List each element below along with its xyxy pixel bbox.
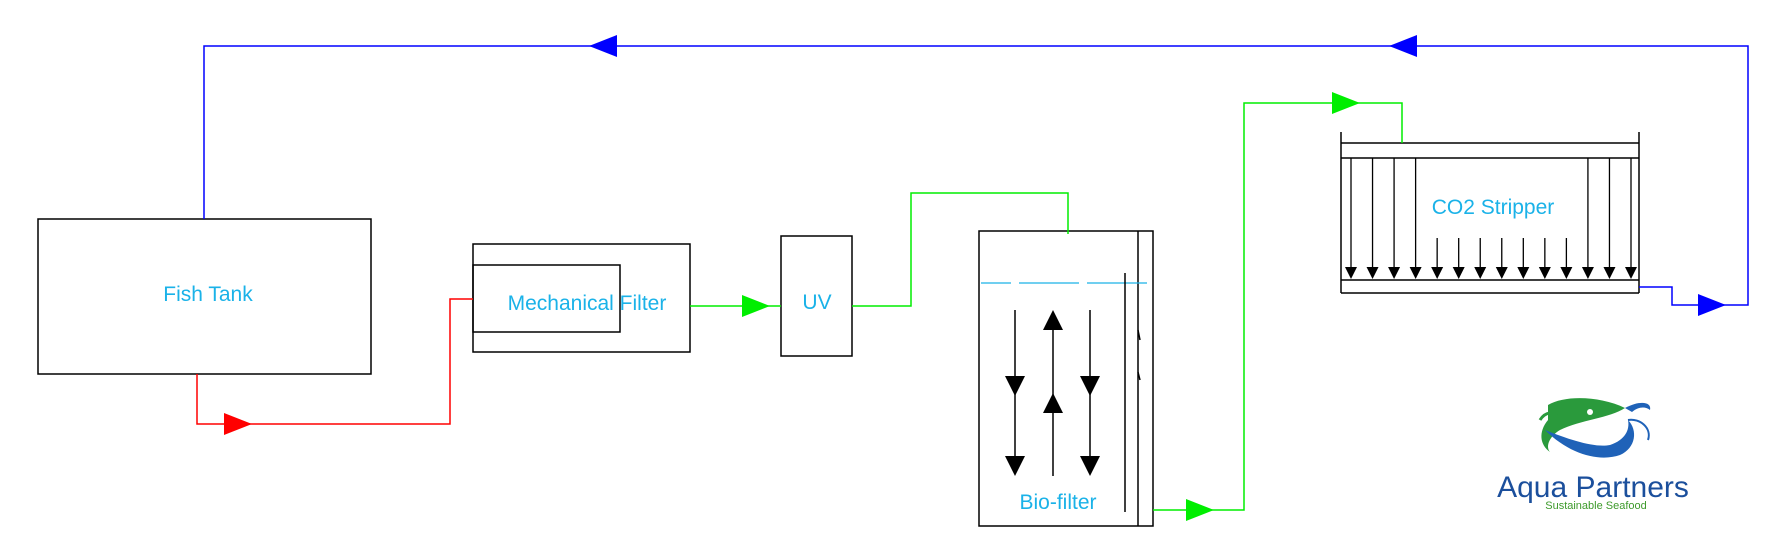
bio-filter-flow-arrows bbox=[1005, 310, 1100, 476]
fish-logo-icon bbox=[1538, 398, 1651, 458]
right-arrow-icon bbox=[1186, 499, 1214, 521]
down-arrow-icon bbox=[1517, 267, 1530, 279]
right-arrow-icon bbox=[1332, 92, 1360, 114]
mechanical-filter: Mechanical Filter bbox=[472, 243, 691, 353]
down-arrow-icon bbox=[1560, 267, 1573, 279]
fish-tank-label: Fish Tank bbox=[163, 283, 253, 306]
bio-filter-baffle-mark bbox=[1137, 371, 1141, 381]
co2-stripper-drip-arrows bbox=[1345, 158, 1637, 279]
uv-box bbox=[780, 235, 853, 357]
dirty-water-line bbox=[196, 298, 473, 435]
down-arrow-icon bbox=[1581, 267, 1594, 279]
left-arrow-icon bbox=[589, 35, 617, 57]
right-arrow-icon bbox=[224, 413, 252, 435]
left-arrow-icon bbox=[1389, 35, 1417, 57]
down-arrow-icon bbox=[1538, 267, 1551, 279]
down-arrow-icon bbox=[1388, 267, 1401, 279]
aqua-partners-logo: Aqua Partners Sustainable Seafood bbox=[1497, 398, 1689, 512]
down-arrow-icon bbox=[1495, 267, 1508, 279]
clean-water-line bbox=[690, 92, 1403, 521]
bio-filter: Bio-filter bbox=[978, 230, 1154, 527]
down-arrow-icon bbox=[1431, 267, 1444, 279]
logo-name: Aqua Partners bbox=[1497, 471, 1689, 504]
up-arrow-icon bbox=[1043, 393, 1063, 413]
down-arrow-icon bbox=[1005, 456, 1025, 476]
down-arrow-icon bbox=[1080, 456, 1100, 476]
bio-filter-label: Bio-filter bbox=[1019, 491, 1096, 514]
right-arrow-icon bbox=[1698, 294, 1726, 316]
fish-tank: Fish Tank bbox=[37, 218, 372, 375]
down-arrow-icon bbox=[1625, 267, 1637, 279]
down-arrow-icon bbox=[1603, 267, 1616, 279]
uv-unit: UV bbox=[780, 235, 853, 357]
bio-filter-baffle-mark bbox=[1137, 329, 1141, 341]
logo-tagline: Sustainable Seafood bbox=[1545, 500, 1647, 512]
right-arrow-icon bbox=[742, 295, 770, 317]
down-arrow-icon bbox=[1005, 376, 1025, 396]
down-arrow-icon bbox=[1409, 267, 1422, 279]
down-arrow-icon bbox=[1080, 376, 1100, 396]
mechanical-filter-label: Mechanical Filter bbox=[508, 292, 667, 315]
uv-label: UV bbox=[802, 291, 831, 314]
return-water-line bbox=[203, 35, 1749, 316]
co2-stripper: CO2 Stripper bbox=[1340, 132, 1640, 294]
down-arrow-icon bbox=[1452, 267, 1465, 279]
down-arrow-icon bbox=[1345, 267, 1357, 279]
up-arrow-icon bbox=[1043, 310, 1063, 330]
down-arrow-icon bbox=[1474, 267, 1487, 279]
down-arrow-icon bbox=[1366, 267, 1379, 279]
bio-filter-box bbox=[978, 230, 1154, 527]
co2-stripper-label: CO2 Stripper bbox=[1432, 196, 1555, 219]
